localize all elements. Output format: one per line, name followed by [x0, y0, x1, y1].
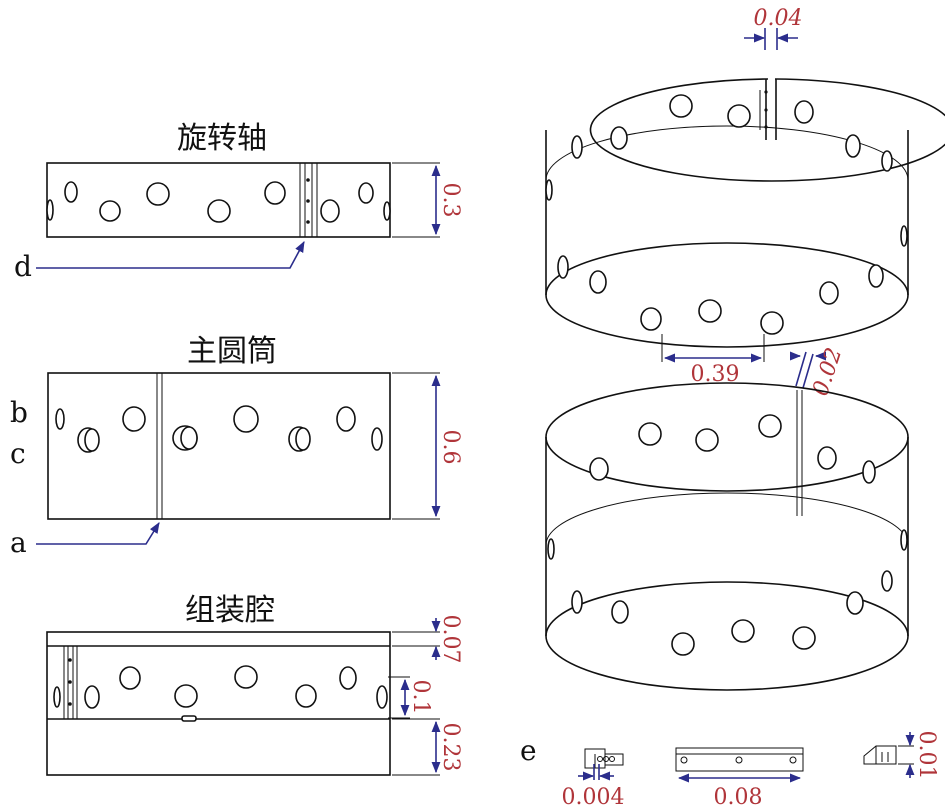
- rotating-shaft-body: [46, 162, 391, 238]
- main-cylinder-body: [47, 372, 391, 520]
- letter-b: b: [10, 396, 28, 429]
- shaft-height-label: 0.3: [438, 183, 463, 218]
- letter-a: a: [10, 526, 27, 559]
- top-ring: 0.04 0.39 0.02: [545, 6, 945, 399]
- top-ring-upper-rim: [589, 78, 945, 182]
- top-gap-label: 0.04: [754, 6, 803, 31]
- chamber-hole-label: 0.1: [408, 680, 433, 715]
- rotating-shaft-title: 旋转轴: [177, 121, 267, 156]
- rotating-shaft-holes: [46, 181, 391, 223]
- part-right-label: 0.01: [914, 731, 939, 780]
- letter-c: c: [10, 437, 26, 470]
- part-e-middle: 0.08: [675, 747, 804, 809]
- bottom-ring-holes: [547, 414, 908, 656]
- assembly-chamber-title: 组装腔: [185, 593, 275, 628]
- letter-d: d: [14, 250, 32, 283]
- part-left-label: 0.004: [562, 785, 625, 809]
- rotating-shaft-panel: 旋转轴 0.3 d: [14, 121, 463, 283]
- top-ring-holes: [545, 94, 908, 335]
- part-middle-label: 0.08: [714, 785, 763, 809]
- part-e-left: 0.004: [562, 748, 625, 809]
- leader-d: [36, 241, 305, 269]
- chamber-top-label: 0.07: [438, 615, 463, 664]
- leader-a: [36, 522, 160, 545]
- main-cylinder-panel: 主圆筒 0.6 b c a: [10, 334, 463, 559]
- cylinder-height-label: 0.6: [438, 430, 463, 465]
- part-e-details: e 0.004 0.08: [520, 731, 939, 809]
- assembly-chamber-body: [46, 631, 391, 776]
- chamber-bottom-label: 0.23: [438, 723, 463, 772]
- rotating-shaft-dots: [306, 178, 310, 224]
- main-cylinder-title: 主圆筒: [187, 334, 277, 369]
- letter-e: e: [520, 734, 537, 767]
- assembly-chamber-holes: [53, 665, 388, 722]
- assembly-chamber-panel: 组装腔 0.07 0.1: [46, 593, 463, 776]
- slit-width-label: 0.02: [808, 345, 847, 399]
- top-ring-lower-rim: [545, 242, 909, 348]
- part-e-right: 0.01: [863, 731, 939, 780]
- bottom-ring: [545, 382, 909, 691]
- main-cylinder-holes: [55, 405, 383, 453]
